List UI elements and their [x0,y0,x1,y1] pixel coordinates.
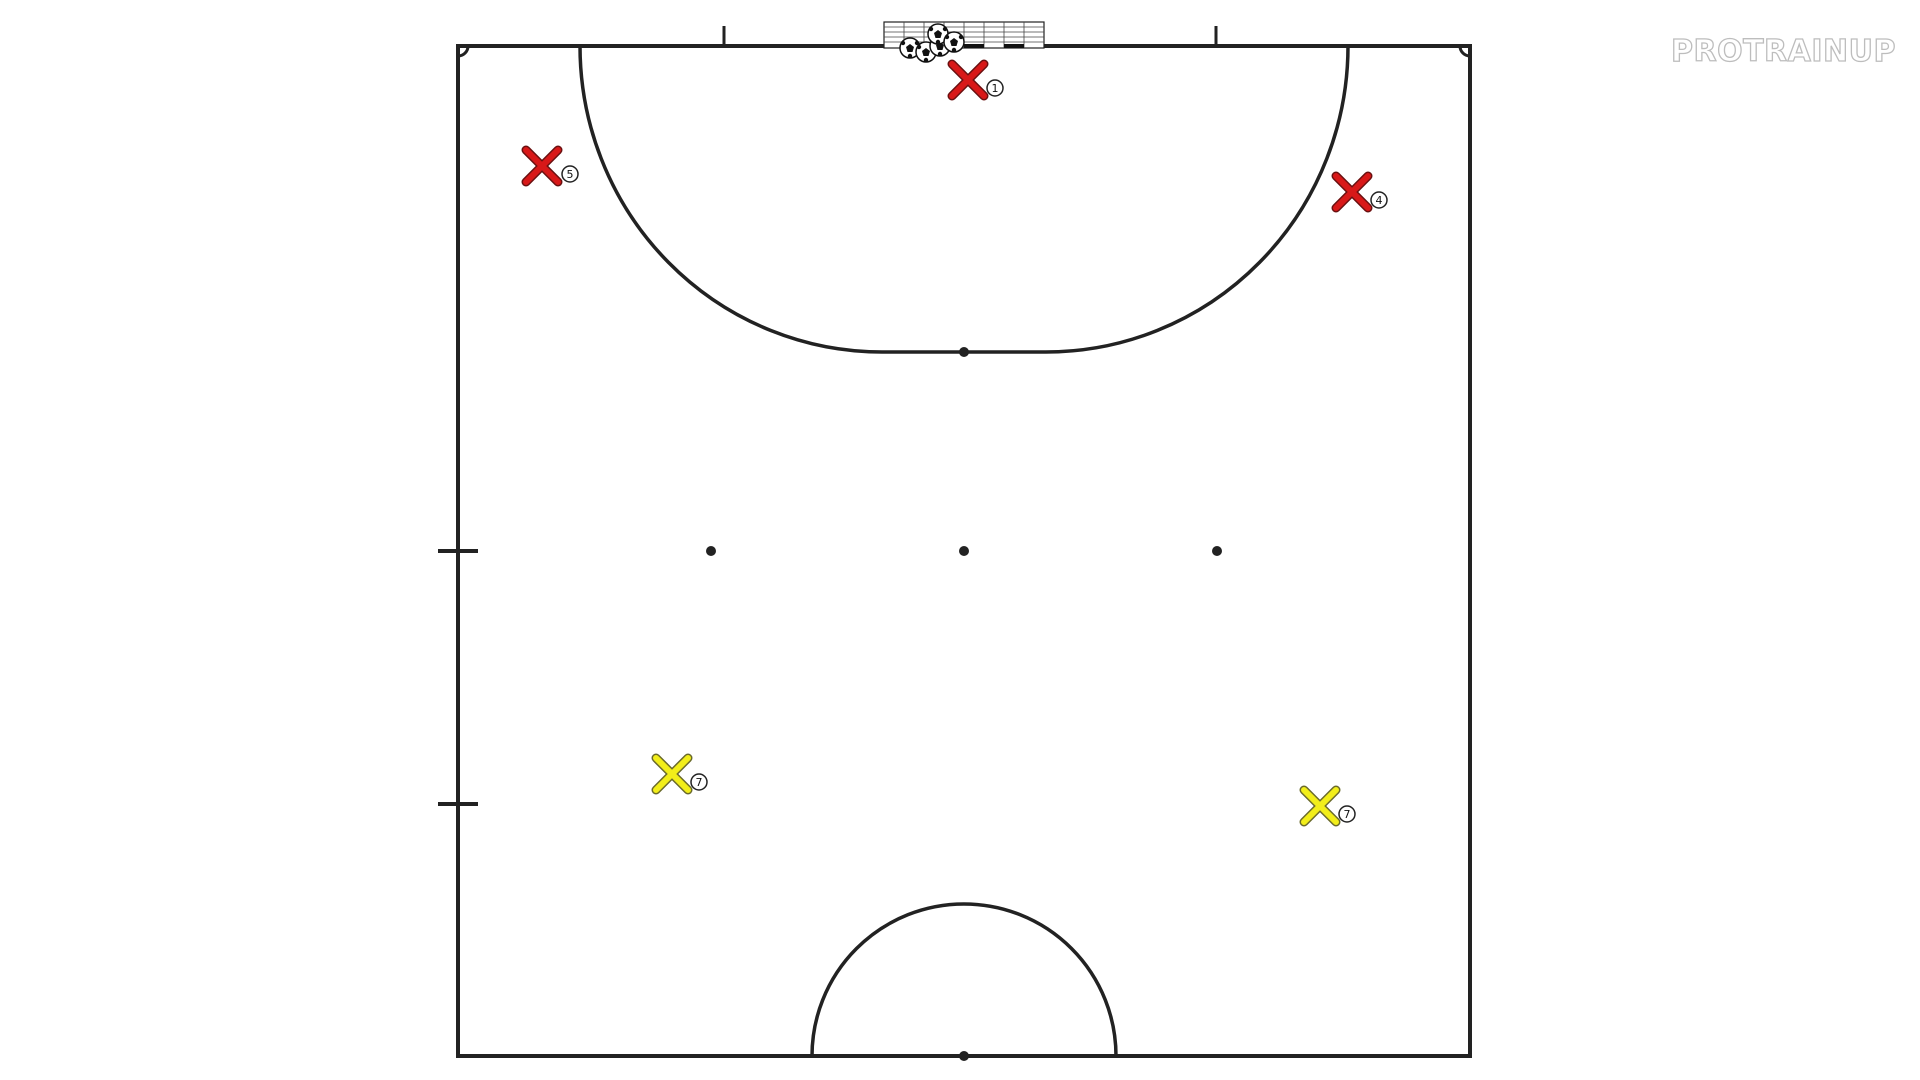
spot-left [706,546,716,556]
player-marker-red-1[interactable]: 1 [947,59,1004,101]
center-circle [810,902,1118,1057]
player-number: 4 [1376,194,1383,207]
player-number: 7 [1344,808,1351,821]
soccer-ball-icon[interactable] [943,31,965,53]
player-marker-red-4[interactable]: 4 [1331,171,1388,213]
center-spot [959,1051,969,1061]
player-marker-yellow-7-right[interactable]: 7 [1299,785,1356,827]
second-penalty-spot [959,546,969,556]
player-marker-yellow-7-left[interactable]: 7 [651,753,708,795]
soccer-ball-icon[interactable] [899,37,921,59]
spot-right [1212,546,1222,556]
player-number: 5 [567,168,574,181]
penalty-spot [959,347,969,357]
brand-logo: PROTRAINUP [1670,33,1896,69]
soccer-ball-icon[interactable] [927,23,949,45]
player-number: 1 [992,82,999,95]
penalty-area [578,45,1350,354]
player-marker-red-5[interactable]: 5 [521,145,579,187]
goal-net-icon [883,21,1045,49]
corner-arc-top-left [457,45,470,58]
corner-arc-top-right [1458,45,1471,58]
player-number: 7 [696,776,703,789]
balls-cluster [899,23,965,63]
